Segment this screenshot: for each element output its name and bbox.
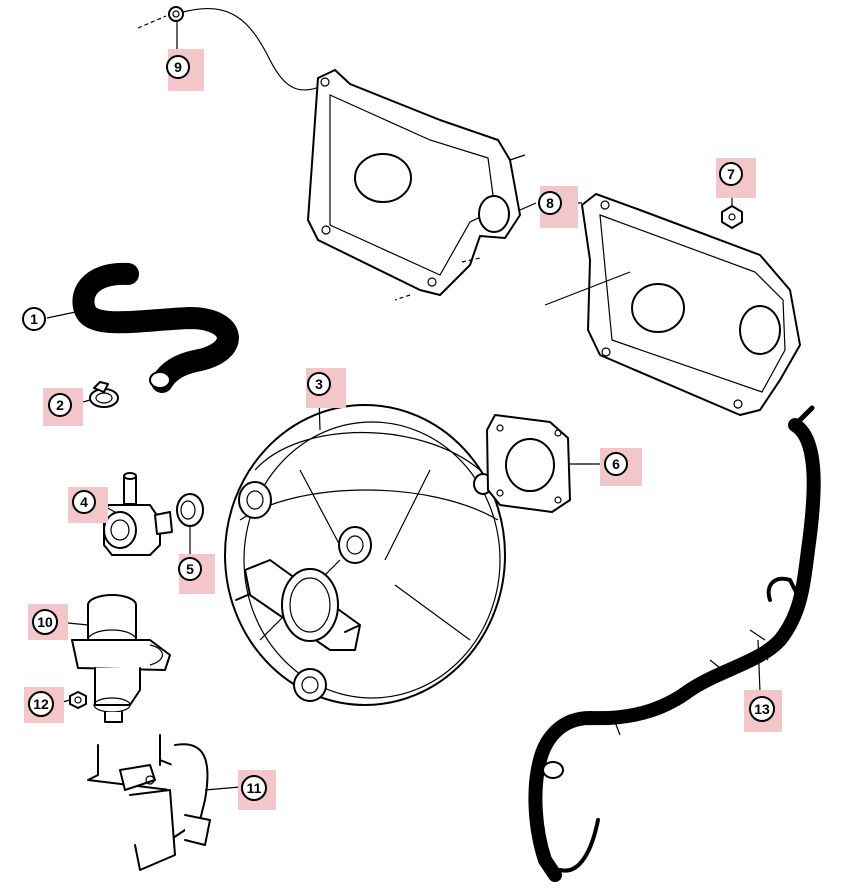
callout-1-label: 1	[30, 311, 38, 327]
callout-10-label: 10	[37, 614, 53, 630]
part-4-check-valve	[103, 472, 173, 556]
callout-7: 7	[719, 162, 743, 186]
callout-5-label: 5	[186, 561, 194, 577]
callout-8-label: 8	[546, 195, 554, 211]
part-12-nut	[69, 691, 87, 709]
callout-12-label: 12	[33, 696, 49, 712]
callout-8: 8	[538, 191, 562, 215]
callout-1: 1	[22, 307, 46, 331]
callout-4: 4	[72, 490, 96, 514]
callout-5: 5	[178, 557, 202, 581]
callout-10: 10	[32, 609, 58, 635]
callout-11: 11	[241, 775, 267, 801]
part-13-vacuum-line	[528, 405, 821, 882]
part-7-nut	[721, 205, 743, 229]
part-10-vacuum-pump	[71, 594, 171, 723]
callout-13: 13	[749, 696, 775, 722]
part-11-pump-bracket	[87, 734, 211, 871]
callout-4-label: 4	[80, 494, 88, 510]
callout-13-label: 13	[754, 701, 770, 717]
part-8-bracket-right	[544, 193, 801, 416]
callout-6: 6	[604, 452, 628, 476]
callout-6-label: 6	[612, 456, 620, 472]
callout-12: 12	[28, 691, 54, 717]
part-9-nut	[137, 6, 323, 91]
callout-9-label: 9	[174, 59, 182, 75]
callout-3-label: 3	[315, 376, 323, 392]
part-1-vacuum-hose	[72, 262, 239, 393]
callout-11-label: 11	[247, 780, 262, 796]
part-5-grommet	[176, 493, 204, 527]
callout-7-label: 7	[727, 166, 735, 182]
callout-2: 2	[48, 393, 72, 417]
callout-9: 9	[166, 55, 190, 79]
part-6-gasket	[486, 414, 571, 513]
part-8-bracket-left	[307, 69, 526, 301]
part-2-hose-clamp	[89, 381, 119, 408]
callout-3: 3	[307, 372, 331, 396]
callout-2-label: 2	[56, 397, 64, 413]
part-3-brake-booster	[224, 404, 506, 706]
